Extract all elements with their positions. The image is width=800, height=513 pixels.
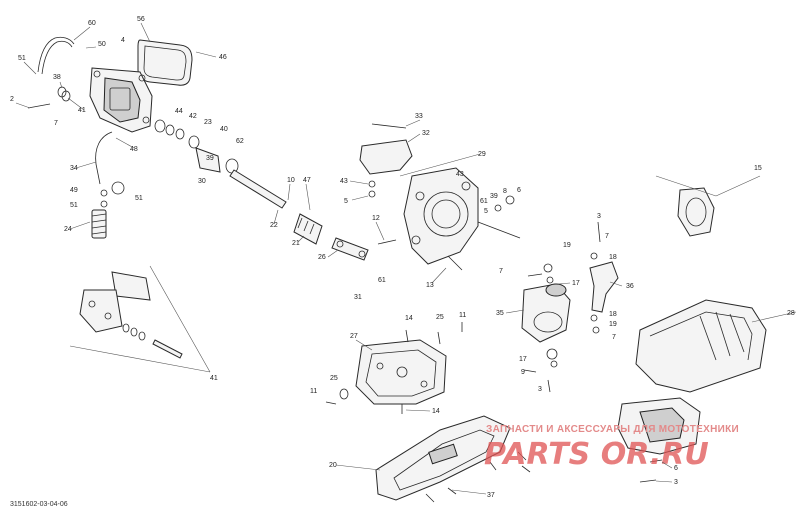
callout-15: 15 [754, 165, 762, 172]
callout-21: 21 [292, 240, 300, 247]
callout-8: 8 [503, 188, 507, 195]
callout-38: 38 [53, 74, 61, 81]
callout-19: 19 [563, 242, 571, 249]
callout-7: 7 [54, 120, 58, 127]
callout-62: 62 [236, 138, 244, 145]
callout-11: 11 [459, 312, 466, 319]
callout-33: 33 [415, 113, 423, 120]
callout-51: 51 [18, 55, 26, 62]
callout-24: 24 [64, 226, 72, 233]
callout-3: 3 [597, 213, 601, 220]
callout-22: 22 [270, 222, 278, 229]
callout-13: 13 [426, 282, 434, 289]
callout-4: 4 [121, 37, 125, 44]
callout-18: 18 [609, 254, 617, 261]
callout-14-b: 14 [432, 408, 440, 415]
callout-27: 27 [350, 333, 358, 340]
callout-51-clamp: 51 [70, 202, 78, 209]
callout-9: 9 [521, 369, 525, 376]
callout-56: 56 [137, 16, 145, 23]
callout-7-d: 7 [612, 334, 616, 341]
callout-28: 28 [787, 310, 795, 317]
left-detail-inset [69, 265, 211, 373]
callout-25-b: 25 [330, 375, 338, 382]
callout-leaders [15, 22, 673, 495]
upper-left-assembly [27, 36, 369, 261]
callout-37: 37 [487, 492, 495, 499]
callout-6: 6 [517, 187, 521, 194]
callout-39-b: 39 [490, 193, 498, 200]
bottom-right-pump [617, 397, 701, 483]
callout-47: 47 [303, 177, 311, 184]
callout-12: 12 [372, 215, 380, 222]
callout-7-b: 7 [605, 233, 609, 240]
callout-5-b: 5 [484, 208, 488, 215]
bottom-center-cover [325, 322, 463, 414]
callout-39: 39 [206, 155, 214, 162]
drawing-code: 3151602-03-04-06 [10, 501, 68, 508]
callout-14: 14 [405, 315, 413, 322]
callout-42: 42 [189, 113, 197, 120]
callout-labels: 60 56 4 50 46 51 38 2 7 41 44 42 23 40 6… [10, 16, 795, 499]
callout-25: 25 [436, 314, 444, 321]
callout-17: 17 [572, 280, 580, 287]
watermark-tagline: ЗАПЧАСТИ И АКСЕССУАРЫ ДЛЯ МОТОТЕХНИКИ [486, 424, 739, 435]
watermark-logo: PARTS OR.RU [484, 437, 709, 472]
callout-3-c: 3 [674, 479, 678, 486]
callout-23: 23 [204, 119, 212, 126]
callout-49: 49 [70, 187, 78, 194]
callout-43-b: 43 [456, 171, 464, 178]
callout-18-b: 18 [609, 311, 617, 318]
callout-17-b: 17 [519, 356, 527, 363]
callout-40: 40 [220, 126, 228, 133]
watermark: ЗАПЧАСТИ И АКСЕССУАРЫ ДЛЯ МОТОТЕХНИКИ PA… [484, 424, 739, 472]
callout-51-ring: 51 [135, 195, 143, 202]
callout-43: 43 [340, 178, 348, 185]
callout-35: 35 [496, 310, 504, 317]
callout-5: 5 [344, 198, 348, 205]
callout-29: 29 [478, 151, 486, 158]
callout-10: 10 [287, 177, 295, 184]
callout-30: 30 [198, 178, 206, 185]
central-bracket [359, 123, 521, 271]
right-shroud [635, 299, 797, 393]
callout-31: 31 [354, 294, 362, 301]
callout-7-c: 7 [499, 268, 503, 275]
callout-44: 44 [175, 108, 183, 115]
callout-48: 48 [130, 146, 138, 153]
callout-20: 20 [329, 462, 337, 469]
callout-11-b: 11 [310, 388, 317, 395]
callout-32: 32 [422, 130, 430, 137]
callout-60: 60 [88, 20, 96, 27]
callout-61-b: 61 [378, 277, 386, 284]
callout-6-b: 6 [674, 465, 678, 472]
callout-41-inset: 41 [210, 375, 218, 382]
callout-34: 34 [70, 165, 78, 172]
callout-41: 41 [78, 107, 86, 114]
callout-2: 2 [10, 96, 14, 103]
callout-61: 61 [480, 198, 488, 205]
callout-46: 46 [219, 54, 227, 61]
callout-3-b: 3 [538, 386, 542, 393]
callout-36: 36 [626, 283, 634, 290]
right-nozzle-assembly [521, 175, 761, 393]
bottom-plate [375, 415, 531, 503]
callout-19-b: 19 [609, 321, 617, 328]
callout-26: 26 [318, 254, 326, 261]
callout-50: 50 [98, 41, 106, 48]
